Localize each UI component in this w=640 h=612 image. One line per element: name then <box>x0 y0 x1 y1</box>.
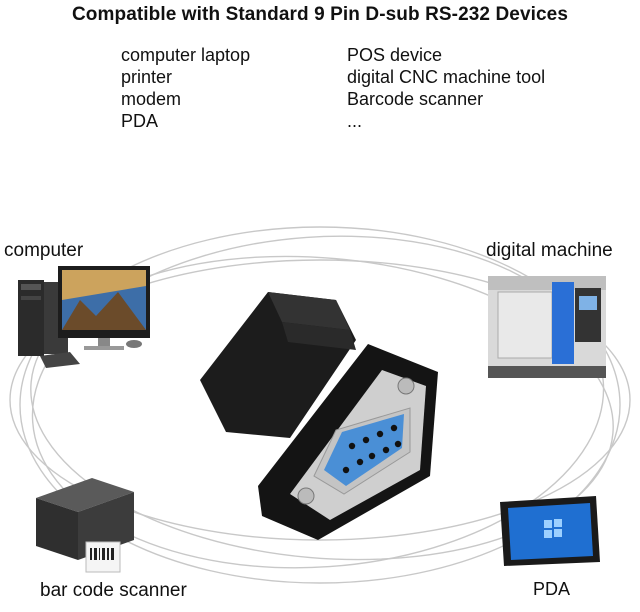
device-item: digital CNC machine tool <box>347 67 546 87</box>
device-item: modem <box>121 89 182 109</box>
label-bar-code-scanner: bar code scanner <box>40 580 187 601</box>
device-item: ... <box>347 111 363 131</box>
tablet-icon <box>500 496 600 566</box>
label-computer: computer <box>4 240 84 261</box>
page-title: Compatible with Standard 9 Pin D-sub RS-… <box>71 4 569 25</box>
orbit-lines <box>9 226 631 584</box>
db9-adapter-icon <box>200 292 438 540</box>
device-list-left: computer laptop printer modem PDA <box>121 44 250 132</box>
cnc-machine-icon <box>488 276 606 378</box>
computer-icon <box>18 266 150 368</box>
label-pda: PDA <box>533 579 571 599</box>
device-item: PDA <box>121 111 159 131</box>
label-digital-machine: digital machine <box>486 240 613 261</box>
device-list-right: POS device digital CNC machine tool Barc… <box>347 44 545 132</box>
device-item: Barcode scanner <box>347 89 484 109</box>
label-printer-icon <box>36 478 134 573</box>
device-item: POS device <box>347 45 443 65</box>
device-item: printer <box>121 67 173 87</box>
device-item: computer laptop <box>121 45 251 65</box>
